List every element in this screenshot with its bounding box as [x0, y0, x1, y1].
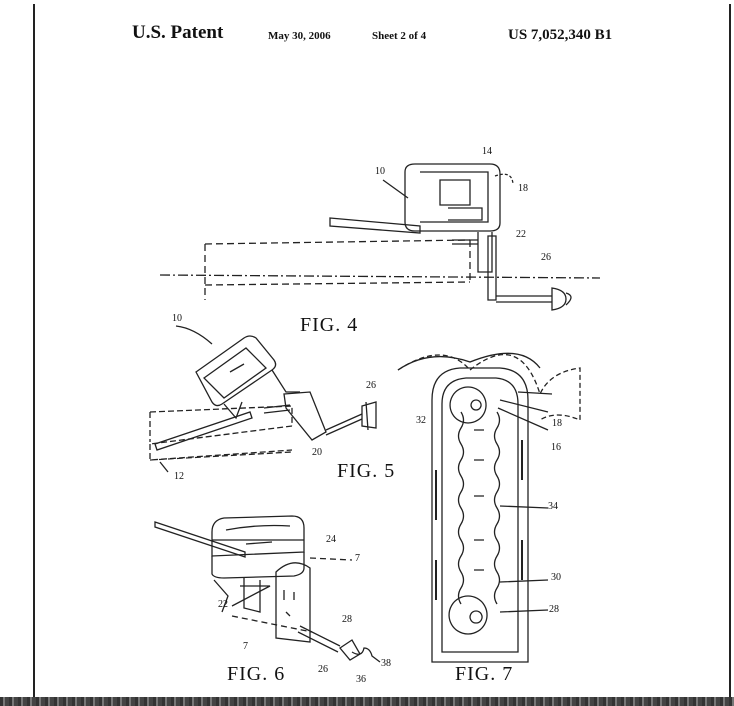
drawing-sheet-frame	[33, 4, 731, 704]
fig4-ref-22: 22	[516, 229, 526, 240]
bottom-border	[0, 697, 734, 706]
sheet-number: Sheet 2 of 4	[372, 30, 427, 42]
fig7-ref-18: 18	[552, 418, 562, 429]
fig5-ref-12: 12	[174, 471, 184, 482]
fig4-drawing	[159, 163, 601, 311]
fig4-ref-18: 18	[518, 183, 528, 194]
fig6-ref-26: 26	[318, 664, 328, 675]
patent-date: May 30, 2006	[268, 30, 331, 42]
patent-number: US 7,052,340 B1	[508, 27, 613, 43]
fig6-ref-7-upper: 7	[355, 553, 360, 564]
fig6-ref-38: 38	[381, 658, 391, 669]
patent-label: U.S. Patent	[132, 22, 224, 43]
fig5-label: FIG. 5	[337, 460, 396, 482]
fig5-drawing	[149, 325, 377, 473]
fig4-ref-14: 14	[482, 146, 492, 157]
fig7-ref-30: 30	[551, 572, 561, 583]
fig5-ref-10: 10	[172, 313, 182, 324]
fig6-ref-36: 36	[356, 674, 366, 685]
fig6-ref-24: 24	[326, 534, 336, 545]
fig6-label: FIG. 6	[227, 663, 286, 685]
fig7-ref-32: 32	[416, 415, 426, 426]
fig4-label: FIG. 4	[300, 314, 359, 336]
fig4-ref-26: 26	[541, 252, 551, 263]
fig6-ref-22: 22	[218, 599, 228, 610]
fig6-drawing	[154, 515, 381, 663]
fig5-ref-26: 26	[366, 380, 376, 391]
fig7-drawing	[397, 352, 581, 663]
fig6-ref-28: 28	[342, 614, 352, 625]
fig7-ref-34: 34	[548, 501, 558, 512]
fig7-ref-28: 28	[549, 604, 559, 615]
fig4-ref-10: 10	[375, 166, 385, 177]
fig6-ref-7-lower: 7	[243, 641, 248, 652]
fig5-ref-20: 20	[312, 447, 322, 458]
fig7-ref-16: 16	[551, 442, 561, 453]
fig7-label: FIG. 7	[455, 663, 514, 685]
